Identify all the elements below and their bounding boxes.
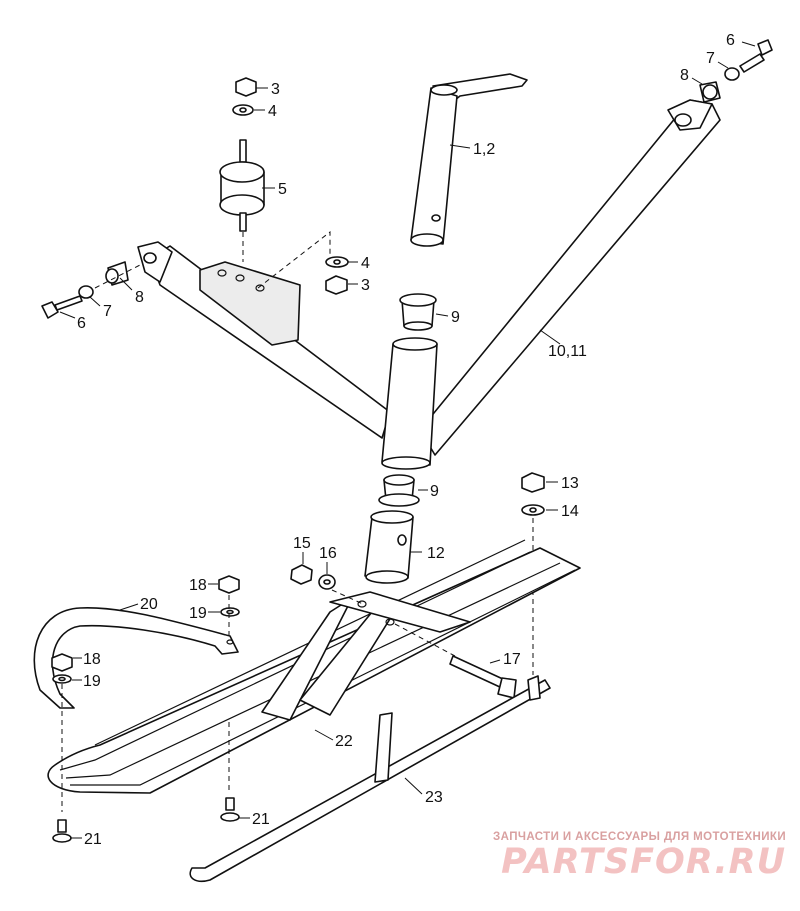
nut-washer-18-19-upper xyxy=(218,575,240,640)
callout-8: 8 xyxy=(135,289,144,306)
nut-washer-right xyxy=(521,472,545,675)
callout-4: 4 xyxy=(268,103,277,120)
ski-handle xyxy=(33,607,239,709)
callout-14: 14 xyxy=(561,503,579,520)
callout-12: 12 xyxy=(427,545,445,562)
ski xyxy=(47,539,581,794)
callout-19: 19 xyxy=(83,673,101,690)
bushing-lower xyxy=(378,474,420,507)
callout-8: 8 xyxy=(680,67,689,84)
callout-20: 20 xyxy=(140,596,158,613)
spindle-sleeve xyxy=(364,510,414,584)
leader-lines xyxy=(59,41,756,839)
callout-10-11: 10,11 xyxy=(548,343,587,360)
callout-22: 22 xyxy=(335,733,353,750)
nut-washer-lower xyxy=(257,230,349,295)
site-watermark: ЗАПЧАСТИ И АКСЕССУАРЫ ДЛЯ МОТОТЕХНИКИ PA… xyxy=(493,831,786,881)
callout-16: 16 xyxy=(319,545,337,562)
frame xyxy=(137,99,721,470)
callout-13: 13 xyxy=(561,475,579,492)
callout-7: 7 xyxy=(706,50,715,67)
callout-9: 9 xyxy=(430,483,439,500)
callout-15: 15 xyxy=(293,535,311,552)
bushing-upper xyxy=(399,293,437,331)
callout-4: 4 xyxy=(361,255,370,272)
ski-runner xyxy=(189,675,551,883)
nut-washer-18-19-lower xyxy=(51,653,73,812)
rubber-mount xyxy=(219,77,265,262)
callout-17: 17 xyxy=(503,651,521,668)
callout-9: 9 xyxy=(451,309,460,326)
bolt-left xyxy=(41,261,141,319)
watermark-logo: PARTSFOR.RU xyxy=(501,842,786,882)
watermark-caption: ЗАПЧАСТИ И АКСЕССУАРЫ ДЛЯ МОТОТЕХНИКИ xyxy=(493,831,786,843)
callout-3: 3 xyxy=(271,81,280,98)
callout-7: 7 xyxy=(103,303,112,320)
bolts-21 xyxy=(52,720,240,843)
callout-6: 6 xyxy=(726,32,735,49)
callout-6: 6 xyxy=(77,315,86,332)
bolt-17 xyxy=(449,655,517,699)
callout-18: 18 xyxy=(189,577,207,594)
bolt-right xyxy=(699,39,773,103)
callout-23: 23 xyxy=(425,789,443,806)
callout-5: 5 xyxy=(278,181,287,198)
callout-1-2: 1,2 xyxy=(473,141,495,158)
callout-labels: 3 4 5 1,2 4 3 6 7 8 6 7 8 9 10,11 9 12 1… xyxy=(77,32,735,848)
nut-washer-center xyxy=(290,564,336,590)
callout-3: 3 xyxy=(361,277,370,294)
callout-21: 21 xyxy=(252,811,270,828)
callout-18: 18 xyxy=(83,651,101,668)
callout-19: 19 xyxy=(189,605,207,622)
callout-21: 21 xyxy=(84,831,102,848)
steering-post xyxy=(410,73,528,247)
